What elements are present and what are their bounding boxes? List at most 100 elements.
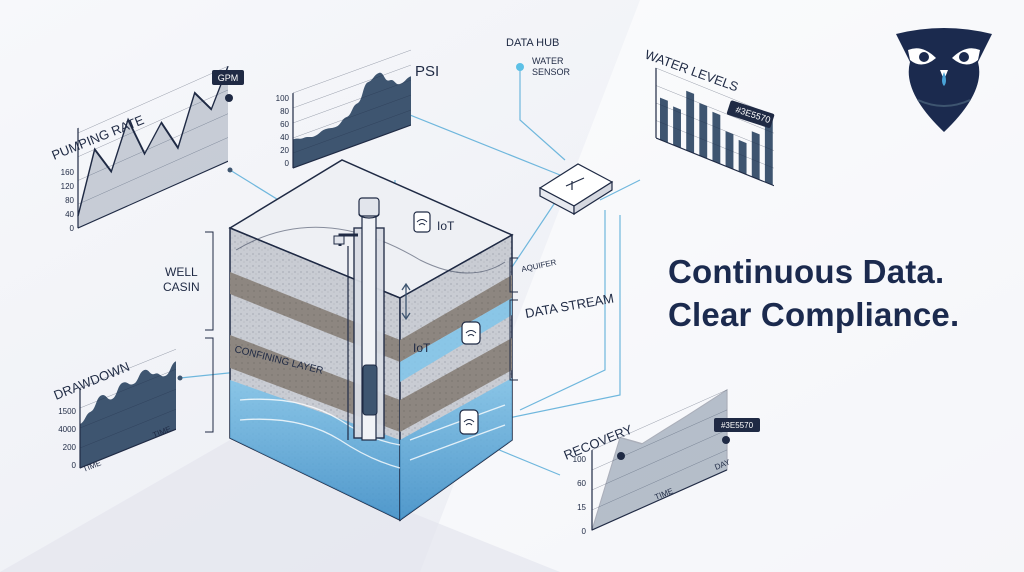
y-tick-label: 100 — [573, 455, 587, 464]
layer-aquifer-right — [400, 378, 512, 520]
psi-area — [293, 72, 411, 168]
water-sensor-dot — [516, 63, 524, 71]
water-level-bar — [699, 103, 708, 159]
levels-gridline — [656, 120, 774, 169]
recovery-y-ticks: 100 60 15 0 — [573, 455, 587, 536]
well-casing-label-1: WELL — [165, 265, 198, 279]
y-tick-label: 1500 — [58, 407, 76, 416]
y-tick-label: 100 — [276, 94, 290, 103]
water-levels-badge — [726, 100, 775, 128]
water-level-bar — [764, 115, 773, 186]
y-tick-label: 40 — [65, 210, 74, 219]
floor-plane — [0, 440, 560, 572]
water-flow-lines — [239, 398, 506, 469]
connector-psi — [384, 104, 561, 176]
y-tick-label: 4000 — [58, 425, 76, 434]
background-plane — [420, 0, 1024, 572]
drawdown-gridline — [80, 369, 176, 409]
drawdown-gridline — [80, 349, 176, 389]
data-hub-device-icon — [538, 163, 614, 216]
recovery-badge — [714, 418, 760, 432]
psi-gridline — [293, 109, 411, 154]
data-hub-label: DATA HUB — [506, 37, 559, 49]
drawdown-gridline — [80, 409, 176, 449]
psi-gridline — [293, 49, 411, 94]
iot-sensor-low — [459, 409, 479, 435]
y-tick-label: 120 — [61, 182, 75, 191]
wellhead — [358, 197, 380, 217]
drawdown-grid — [80, 349, 176, 449]
drawdown-area — [80, 361, 176, 468]
psi-title: PSI — [415, 63, 439, 80]
headline-line-2: Clear Compliance. — [668, 296, 960, 333]
headline-line-1: Continuous Data. — [668, 253, 945, 290]
layer-aquifer-left — [230, 380, 400, 520]
water-level-bar — [686, 90, 695, 154]
y-tick-label: 80 — [280, 107, 289, 116]
y-tick-label: 15 — [577, 503, 586, 512]
drawdown-y-ticks: 1500 4000 200 0 — [58, 407, 76, 470]
y-tick-label: 0 — [72, 461, 77, 470]
level-arrow-icon — [401, 282, 411, 321]
pumping-dot — [227, 167, 233, 173]
headline: Continuous Data. Clear Compliance. — [668, 250, 959, 336]
annotation-brackets — [205, 231, 518, 433]
recovery-gridline — [592, 389, 727, 451]
owl-logo-icon — [896, 28, 992, 132]
psi-y-ticks: 100 80 60 40 20 0 — [276, 94, 290, 168]
water-level-bar — [712, 111, 721, 164]
pumping-gridline — [78, 113, 228, 181]
water-sensor-label-2: SENSOR — [532, 67, 571, 77]
recovery-start-dot — [617, 452, 625, 460]
y-tick-label: 200 — [63, 443, 77, 452]
layer-water-r1 — [400, 298, 512, 382]
connector-water-levels — [599, 179, 641, 201]
drawdown-gridline — [80, 389, 176, 429]
iot-label-top: IoT — [437, 219, 455, 233]
levels-gridline — [656, 102, 774, 151]
pumping-line — [77, 66, 229, 217]
layer-clay-r2 — [400, 338, 512, 432]
y-tick-label: 0 — [70, 224, 75, 233]
recovery-badge-label: #3E5570 — [721, 421, 754, 430]
pumping-gridline — [78, 66, 228, 134]
psi-gridline — [293, 94, 411, 139]
pumping-gridline — [78, 137, 228, 205]
recovery-gridline — [592, 429, 727, 491]
water-level-bar — [673, 106, 681, 149]
levels-grid — [656, 67, 774, 169]
water-levels-bars — [660, 90, 773, 186]
layer-clay-r1 — [400, 275, 512, 362]
wifi-sensor-icon — [463, 419, 475, 426]
recovery-grid — [592, 389, 727, 511]
wifi-sensor-icon — [465, 330, 477, 337]
well-cross-section — [228, 159, 514, 522]
psi-gridline — [293, 64, 411, 109]
y-tick-label: 0 — [582, 527, 587, 536]
connector-data-stream — [519, 210, 606, 411]
water-level-bar — [751, 131, 760, 180]
y-tick-label: 60 — [577, 479, 586, 488]
psi-chart: 100 80 60 40 20 0 PSI — [276, 49, 439, 169]
y-tick-label: 60 — [280, 120, 289, 129]
y-tick-label: 0 — [285, 159, 290, 168]
y-tick-label: 20 — [280, 146, 289, 155]
water-level-bar — [738, 139, 747, 175]
y-tick-label: 40 — [280, 133, 289, 142]
psi-gridline — [293, 79, 411, 124]
drawdown-dot — [177, 375, 183, 381]
recovery-end-dot — [722, 436, 730, 444]
iot-sensor-mid — [461, 321, 481, 345]
wifi-sensor-icon — [416, 219, 428, 226]
levels-gridline — [656, 85, 774, 134]
connector-drawdown — [179, 371, 239, 379]
iot-label-mid: IoT — [413, 341, 431, 355]
gpm-badge-label: GPM — [218, 73, 239, 83]
y-tick-label: 160 — [61, 168, 75, 177]
connector-sensor-low — [474, 215, 621, 426]
connector-sensor — [519, 68, 566, 161]
well-casing-label-2: CASIN — [163, 280, 200, 294]
